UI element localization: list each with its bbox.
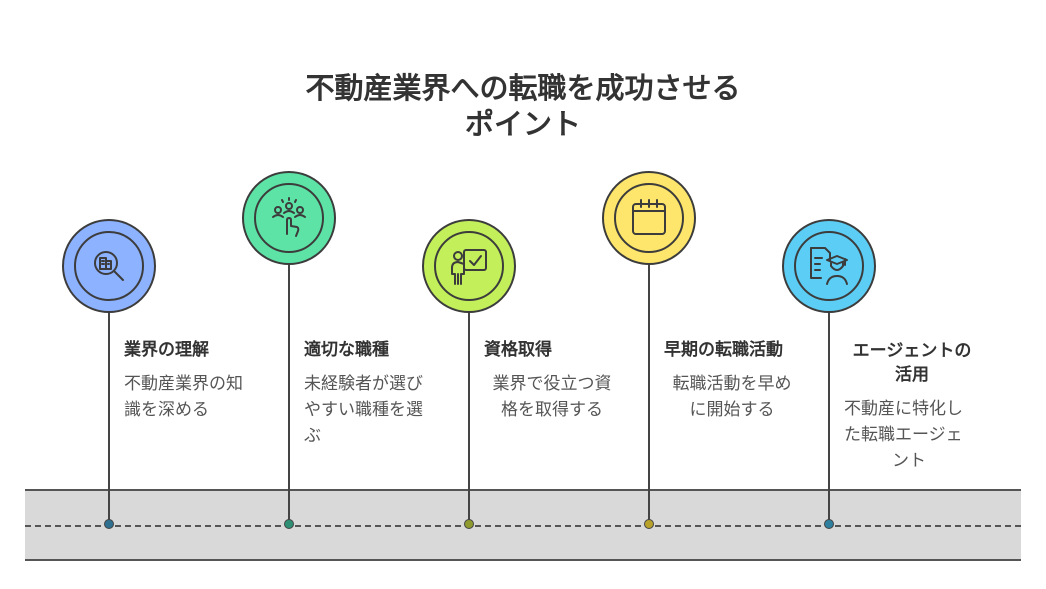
title-line-2: ポイント [464, 107, 581, 141]
step-4-inner-ring [614, 183, 684, 253]
timeline-road [25, 489, 1021, 561]
step-1-circle [62, 219, 156, 313]
step-4-description: 転職活動を早め に開始する [664, 371, 800, 423]
step-3-inner-ring [434, 231, 504, 301]
step-5-circle [782, 219, 876, 313]
people-select-icon [272, 197, 306, 237]
step-2-desc-line: ぶ [304, 426, 321, 446]
step-1-stem [108, 312, 110, 524]
step-3-desc-line: 格を取得する [501, 400, 603, 420]
step-4-desc-line: 転職活動を早め [672, 374, 792, 394]
step-2-stem [288, 264, 290, 524]
step-5-desc-line: ント [892, 451, 926, 471]
step-3-description: 業界で役立つ資 格を取得する [484, 371, 620, 423]
step-2-description: 未経験者が選び やすい職種を選 ぶ [304, 371, 423, 449]
step-3-node [464, 519, 474, 529]
step-1-desc-line: 識を深める [124, 400, 209, 420]
step-2-node [284, 519, 294, 529]
step-1-desc-line: 不動産業界の知 [124, 374, 243, 394]
step-3-desc-line: 業界で役立つ資 [492, 374, 612, 394]
step-5-desc-line: た転職エージェ [844, 425, 963, 445]
step-4-circle [602, 171, 696, 265]
step-1-node [104, 519, 114, 529]
step-4-stem [648, 264, 650, 524]
title-line-1: 不動産業界への転職を成功させる [305, 71, 741, 105]
step-5-title-line: 活用 [895, 365, 929, 385]
step-5-stem [828, 312, 830, 524]
step-2-inner-ring [254, 183, 324, 253]
step-5-node [824, 519, 834, 529]
road-center-dashes [25, 525, 1021, 527]
step-2-title: 適切な職種 [304, 340, 389, 360]
step-3-circle [422, 219, 516, 313]
step-1-inner-ring [74, 231, 144, 301]
step-5-inner-ring [794, 231, 864, 301]
step-2-circle [242, 171, 336, 265]
step-3-title: 資格取得 [484, 340, 552, 360]
step-5-title: エージェントの 活用 [844, 339, 980, 387]
page-title: 不動産業界への転職を成功させる ポイント [0, 70, 1046, 142]
step-4-node [644, 519, 654, 529]
agent-document-icon [810, 247, 848, 285]
step-2-desc-line: やすい職種を選 [304, 400, 423, 420]
step-5-desc-line: 不動産に特化し [844, 399, 963, 419]
step-1-description: 不動産業界の知 識を深める [124, 371, 243, 423]
step-1-title: 業界の理解 [124, 340, 209, 360]
step-2-desc-line: 未経験者が選び [304, 374, 423, 394]
presenter-checkmark-icon [451, 249, 487, 285]
step-3-stem [468, 312, 470, 524]
step-4-title: 早期の転職活動 [664, 340, 783, 360]
calendar-icon [632, 199, 666, 235]
step-4-desc-line: に開始する [689, 400, 775, 420]
step-5-description: 不動産に特化し た転職エージェ ント [844, 396, 963, 474]
building-search-icon [94, 251, 124, 281]
step-5-title-line: エージェントの [852, 341, 972, 361]
